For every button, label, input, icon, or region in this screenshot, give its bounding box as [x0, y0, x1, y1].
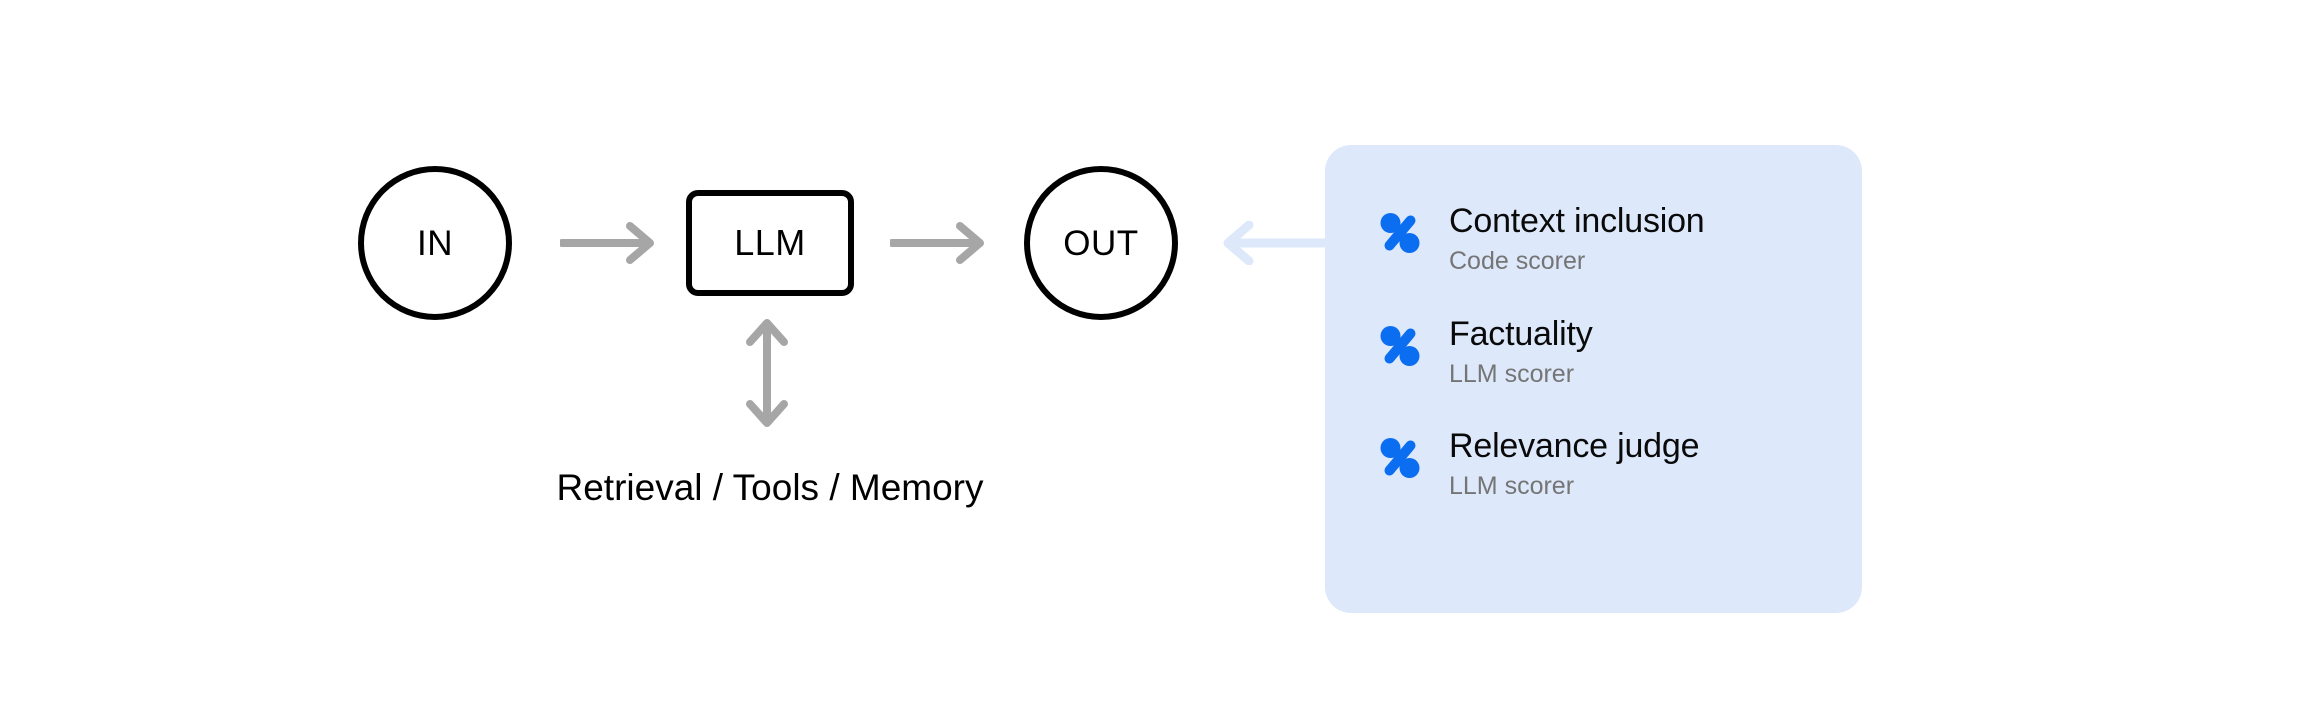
arrow-in-to-llm-icon [558, 221, 660, 265]
node-input: IN [358, 166, 512, 320]
arrow-llm-tools-bidirectional-icon [742, 318, 792, 428]
tools-caption: Retrieval / Tools / Memory [556, 467, 984, 508]
scorer-subtitle: Code scorer [1449, 247, 1586, 276]
node-output: OUT [1024, 166, 1178, 320]
scorer-title: Context inclusion [1449, 202, 1705, 240]
scorer-title: Factuality [1449, 314, 1593, 353]
arrow-scorers-to-out-icon [1215, 220, 1338, 266]
scorer-list-item[interactable]: Relevance judge LLM scorer [1377, 426, 1862, 503]
scorer-title: Relevance judge [1449, 427, 1700, 466]
node-llm: LLM [686, 190, 854, 296]
percent-scorer-icon [1377, 210, 1423, 256]
node-output-label: OUT [1063, 223, 1139, 263]
percent-scorer-icon [1377, 435, 1423, 481]
scorer-list-item[interactable]: Context inclusion Code scorer [1377, 201, 1862, 278]
scorer-subtitle: LLM scorer [1449, 359, 1575, 388]
scorer-subtitle: LLM scorer [1449, 472, 1575, 501]
scorers-panel: Context inclusion Code scorer Factuality… [1325, 145, 1862, 613]
arrow-llm-to-out-icon [888, 221, 990, 265]
scorer-list-item[interactable]: Factuality LLM scorer [1377, 314, 1862, 391]
node-input-label: IN [417, 223, 453, 263]
node-llm-label: LLM [734, 222, 806, 263]
percent-scorer-icon [1377, 323, 1423, 369]
